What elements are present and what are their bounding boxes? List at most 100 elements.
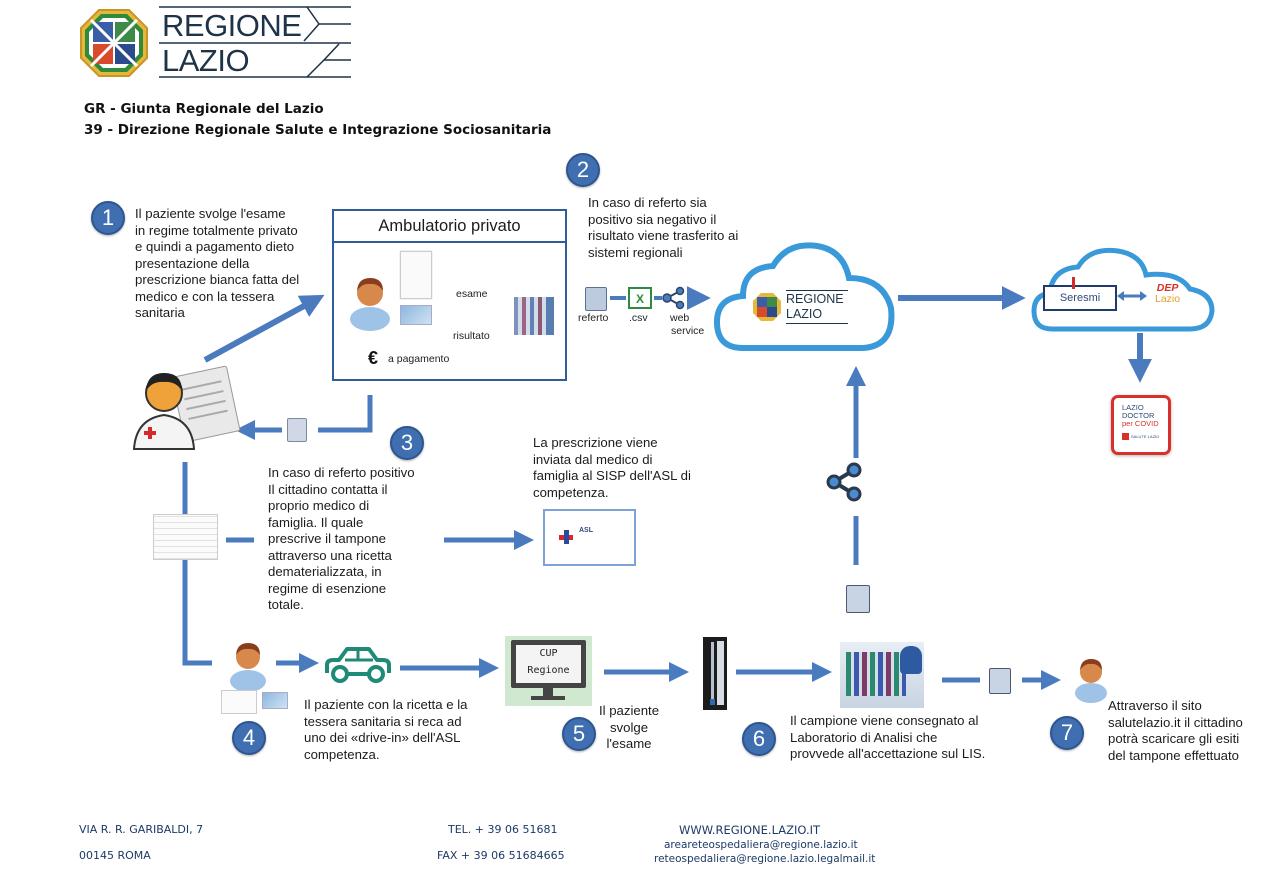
regione-lazio-logo: REGIONE LAZIO <box>79 6 354 78</box>
prescription-paper-icon <box>400 251 432 299</box>
step-3-line: regime di esenzione <box>268 580 387 596</box>
double-arrow-seresmi-dep <box>1117 291 1147 301</box>
step-3-line: attraverso una ricetta <box>268 547 392 563</box>
step-4-line: competenza. <box>304 746 380 762</box>
health-card-step4-icon <box>262 692 288 709</box>
step-6-line: provvede all'accettazione sul LIS. <box>790 746 986 761</box>
footer-email2-link[interactable]: reteospedaliera@regione.lazio.legalmail.… <box>654 853 876 865</box>
footer-email1-link[interactable]: areareteospedaliera@regione.lazio.it <box>664 839 858 851</box>
esame-label: esame <box>456 288 488 300</box>
asl-cross-icon-v <box>564 530 569 544</box>
step-5-line: svolge <box>609 719 649 735</box>
monitor-frame: CUP Regione <box>511 640 586 688</box>
step-2-line: sistemi regionali <box>588 244 683 260</box>
laboratory-icon <box>840 642 924 708</box>
footer-address-line2: 00145 ROMA <box>79 849 151 862</box>
dep-text: DEP <box>1156 282 1179 294</box>
step-4-line: uno dei «drive-in» dell'ASL <box>304 730 461 745</box>
step-3-badge: 3 <box>390 426 424 460</box>
step-7-text: Attraverso il sito salutelazio.it il cit… <box>1108 698 1273 764</box>
step-2-line: risultato viene trasferito ai <box>588 228 739 243</box>
patient-icon <box>350 278 390 331</box>
referto-document-icon <box>287 418 307 442</box>
step-3b-line: inviata dal medico di <box>533 451 653 467</box>
step-3-line: dematerializzata, in <box>268 564 382 579</box>
citizen-icon <box>1075 659 1107 703</box>
logo-lines-decoration <box>159 6 351 78</box>
step-2-text: In caso di referto sia positivo sia nega… <box>588 195 778 261</box>
step-4-badge: 4 <box>232 721 266 755</box>
swab-tube-icon <box>703 637 727 710</box>
step-3-text: In caso di referto positivo Il cittadino… <box>268 465 448 614</box>
monitor-screen: CUP Regione <box>516 645 581 683</box>
step-1-line: sanitaria <box>135 305 185 320</box>
step-2-badge: 2 <box>566 153 600 187</box>
service-label: service <box>671 325 705 337</box>
csv-file-icon: X <box>628 287 652 309</box>
csv-label: .csv <box>629 312 648 324</box>
iss-cross-icon <box>1072 277 1075 289</box>
referto-label: referto <box>578 312 609 324</box>
step-5-line: Il paziente <box>598 703 660 718</box>
step-1-line: presentazione della <box>135 255 250 271</box>
step-5-badge: 5 <box>562 717 596 751</box>
dematerialized-prescription-icon <box>153 514 218 560</box>
app-line2: DOCTOR <box>1122 411 1155 420</box>
car-drive-in-icon <box>325 647 391 683</box>
step-4-line: Il paziente con la ricetta e la <box>304 697 468 712</box>
step-7-line: del tampone effettuato <box>1108 747 1239 763</box>
department-name: 39 - Direzione Regionale Salute e Integr… <box>84 122 552 138</box>
step-3b-line: competenza. <box>533 484 609 500</box>
regione-crest-icon <box>80 9 148 77</box>
step-3b-line: famiglia al SISP dell'ASL di <box>533 468 691 483</box>
step-3-line: In caso di referto positivo <box>268 465 415 480</box>
step-7-badge: 7 <box>1050 716 1084 750</box>
step-6-text: Il campione viene consegnato al Laborato… <box>790 713 1030 763</box>
test-tubes <box>846 652 906 696</box>
step-4-text: Il paziente con la ricetta e la tessera … <box>304 697 514 763</box>
family-doctor-icon <box>132 365 241 450</box>
gloved-hand <box>900 646 922 674</box>
swab-tube <box>717 641 724 705</box>
ambulatorio-privato-box: Ambulatorio privato esame risultato € a … <box>332 209 567 381</box>
payment-label: a pagamento <box>388 353 450 365</box>
dep-lazio-logo: DEP Lazio <box>1155 283 1180 305</box>
lazio-doctor-covid-app-icon: LAZIO DOCTOR per COVID SALUTE LAZIO <box>1111 395 1171 455</box>
step-1-line: prescrizione bianca fatta del <box>135 272 300 287</box>
asl-card: ASL <box>543 509 636 566</box>
logo-text-lazio: LAZIO <box>162 43 250 78</box>
step-3b-text: La prescrizione viene inviata dal medico… <box>533 435 723 501</box>
patient-step4-icon <box>230 643 266 692</box>
euro-icon: € <box>368 348 379 368</box>
step-1-line: medico e con la tessera <box>135 288 275 304</box>
app-footer: SALUTE LAZIO <box>1122 433 1168 441</box>
step-1-line: Il paziente svolge l'esame <box>135 206 286 221</box>
footer-tel: TEL. + 39 06 51681 <box>448 823 558 836</box>
result-referto-icon <box>989 668 1011 694</box>
web-service-share-icon <box>662 286 685 310</box>
step-5-text: Il paziente svolge l'esame <box>598 703 660 753</box>
share-icon <box>826 462 862 502</box>
footer-website-link[interactable]: WWW.REGIONE.LAZIO.IT <box>679 823 821 837</box>
lab-referto-icon <box>846 585 870 613</box>
asl-label: ASL <box>579 527 593 534</box>
step-7-line: Attraverso il sito <box>1108 698 1202 713</box>
step-1-line: e quindi a pagamento dieto <box>135 239 295 254</box>
step-3-line: totale. <box>268 597 304 612</box>
monitor-base <box>531 696 565 700</box>
cloud-regione-text: REGIONE LAZIO <box>786 290 848 324</box>
footer-fax: FAX + 39 06 51684665 <box>437 849 565 862</box>
step-7-line: potrà scaricare gli esiti <box>1108 731 1240 746</box>
step-6-badge: 6 <box>742 722 776 756</box>
regione-label: Regione <box>527 665 570 676</box>
step-6-line: Laboratorio di Analisi che <box>790 729 938 745</box>
logo-text-regione: REGIONE <box>162 8 302 43</box>
footer-address-line1: VIA R. R. GARIBALDI, 7 <box>79 823 204 836</box>
lab-test-tubes-icon <box>514 297 554 335</box>
step-2-line: positivo sia negativo il <box>588 211 717 227</box>
step-3-line: famiglia. Il quale <box>268 514 364 530</box>
cloud-regione-line2: LAZIO <box>786 307 823 321</box>
step-3b-line: La prescrizione viene <box>533 435 658 450</box>
step-1-text: Il paziente svolge l'esame in regime tot… <box>135 206 335 322</box>
regione-crest-small-icon <box>753 293 781 321</box>
